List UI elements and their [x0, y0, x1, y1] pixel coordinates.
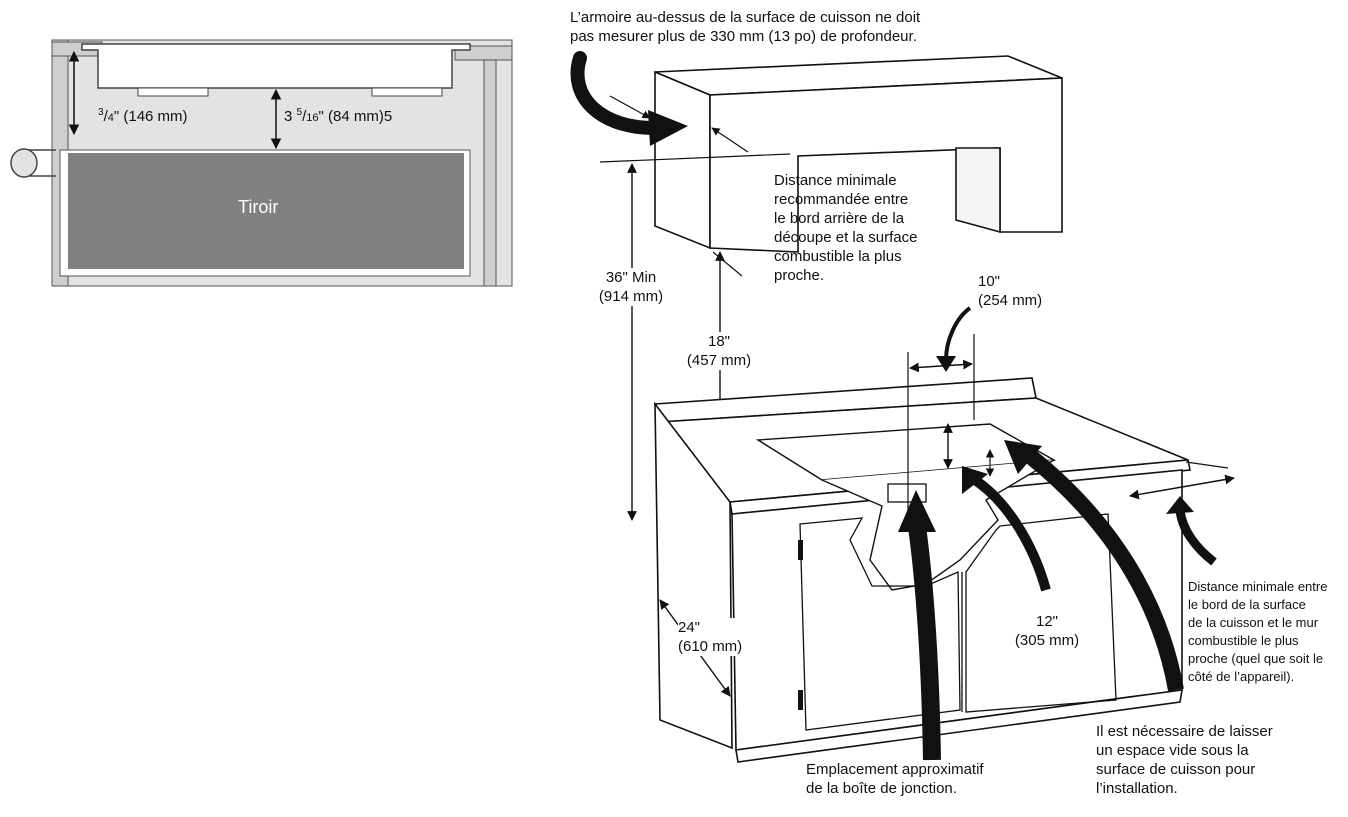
inset-gap-right-label: 3 5/16" (84 mm)5 [284, 107, 393, 125]
installation-space-note: Il est nécessaire de laisser un espace v… [1096, 723, 1273, 797]
junction-box-note: Emplacement approximatif de la boîte de … [806, 761, 984, 797]
rear-clearance-note: Distance minimale recommandée entre le b… [774, 172, 918, 284]
dim-12-label: 12" (305 mm) [1014, 613, 1080, 649]
inset-section [10, 39, 513, 287]
drawer [68, 153, 464, 269]
gas-pipe [10, 148, 38, 178]
top-note: L’armoire au-dessus de la surface de cui… [570, 9, 921, 45]
side-clearance-note: Distance minimale entre le bord de la su… [1188, 579, 1328, 684]
drawer-label: Tiroir [238, 197, 279, 217]
dim-24-label: 24" (610 mm) [678, 618, 743, 656]
dim-10-label: 10" (254 mm) [978, 273, 1043, 309]
inset-gap-left-label: 3/4" (146 mm) [98, 107, 188, 125]
dim-18-label: 18" (457 mm) [674, 332, 764, 370]
upper-cabinet [654, 55, 1063, 253]
dim-height-label: 36" Min (914 mm) [586, 268, 676, 306]
